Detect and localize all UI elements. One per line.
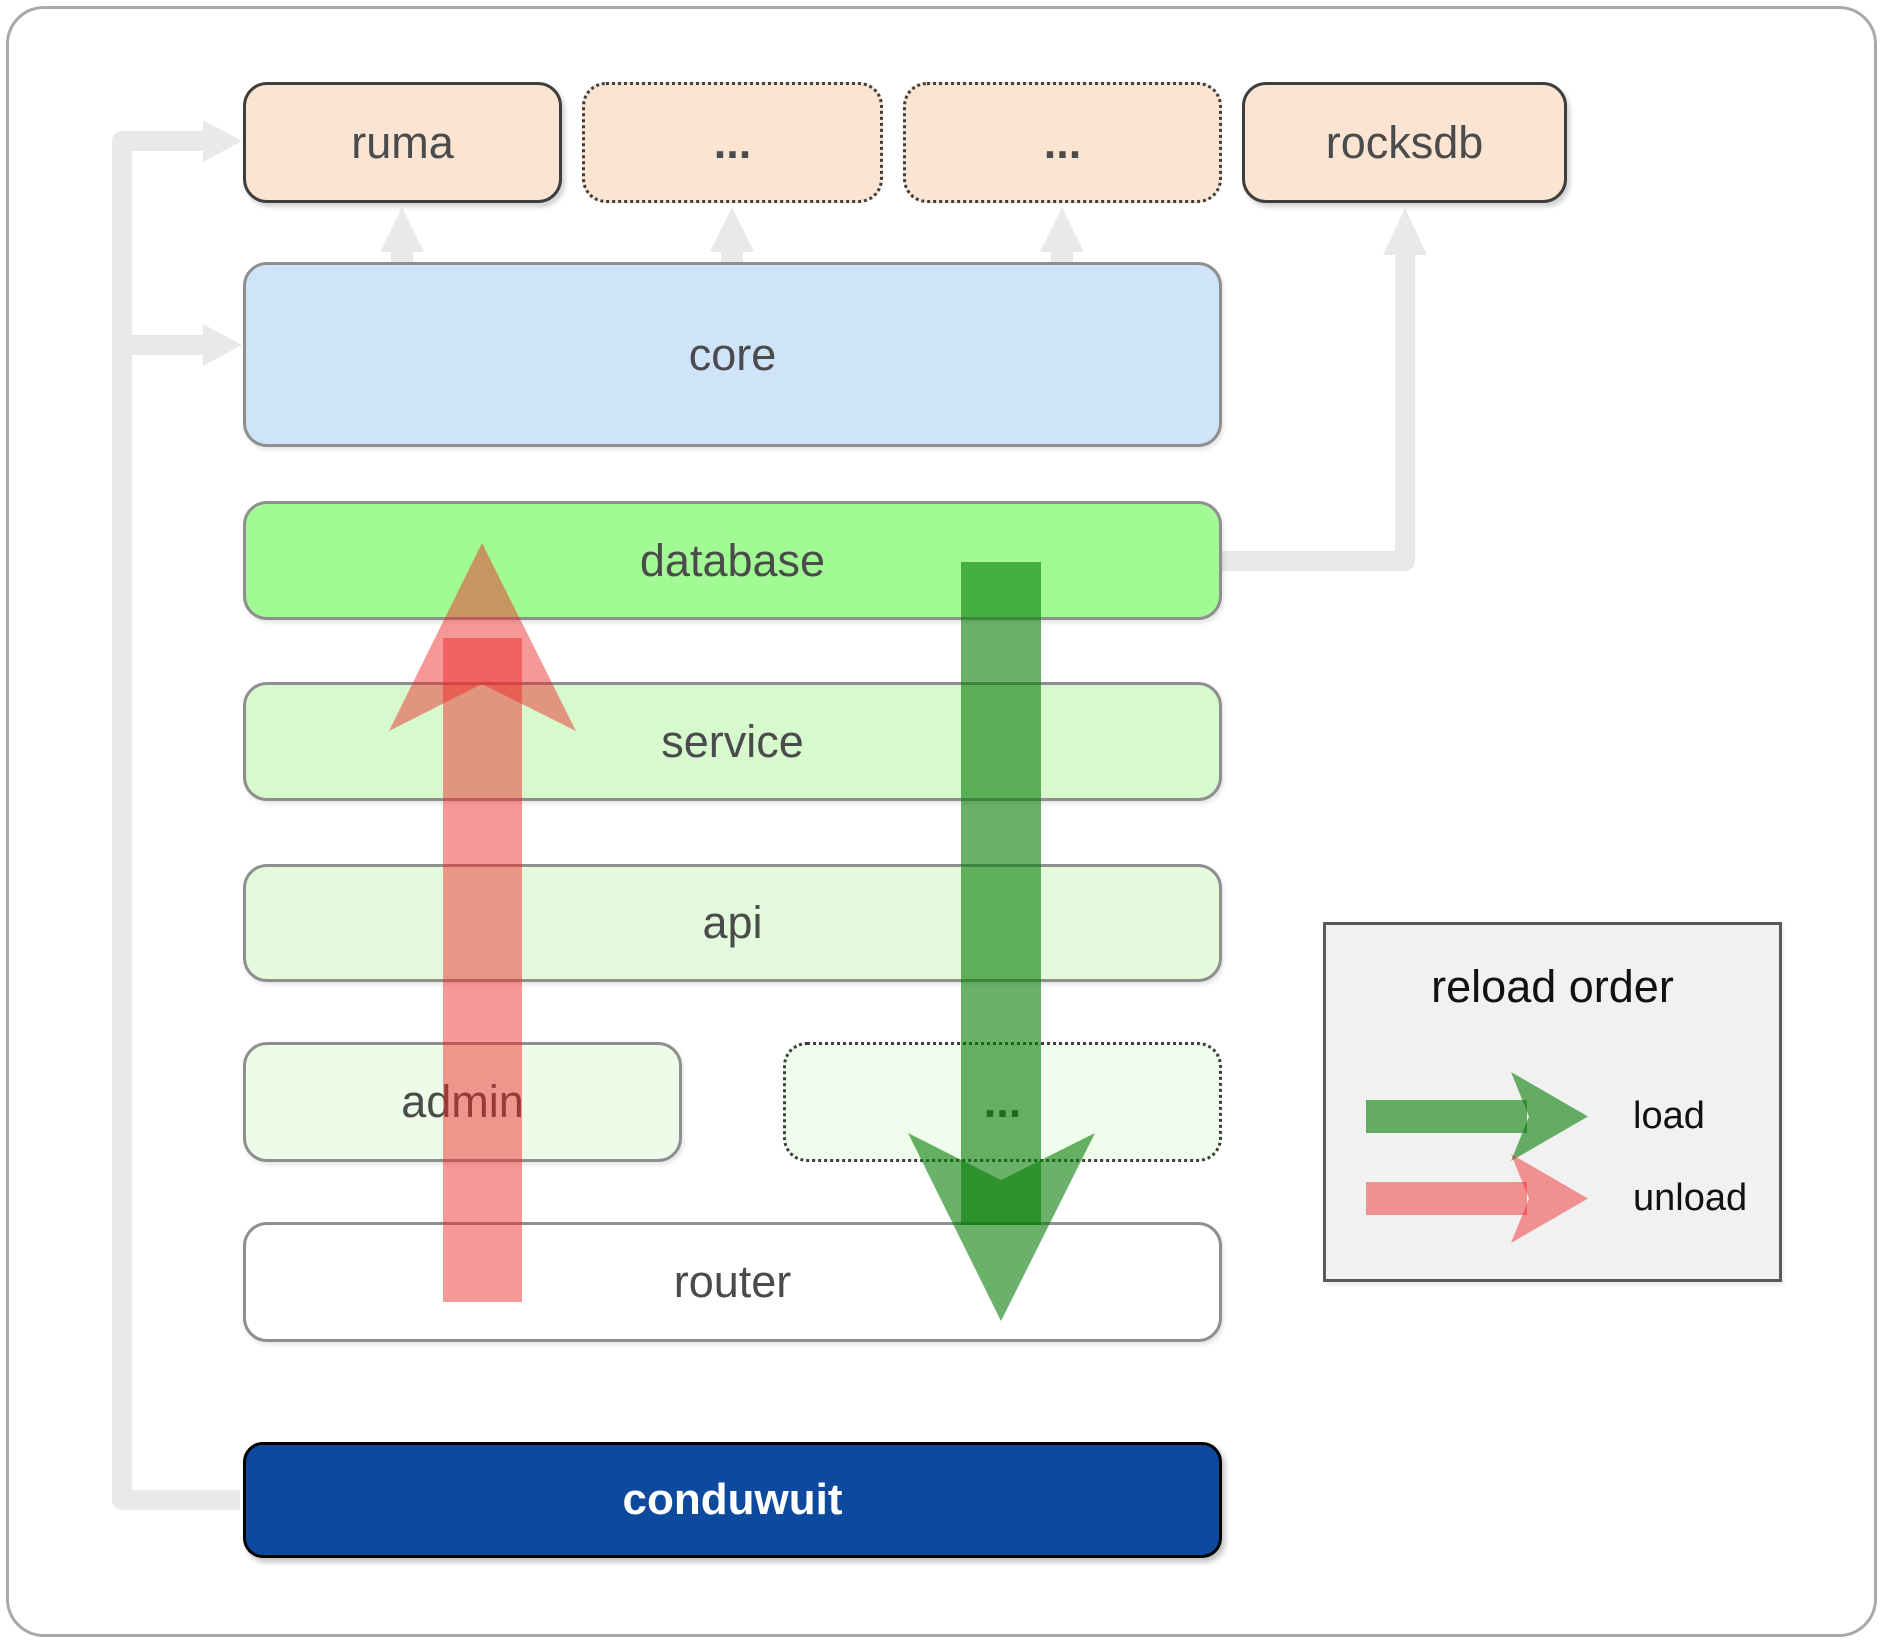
node-router: router bbox=[243, 1222, 1222, 1342]
node-api: api bbox=[243, 864, 1222, 982]
node-extra-admin-row: ... bbox=[783, 1042, 1222, 1162]
diagram-frame bbox=[6, 6, 1877, 1637]
node-conduwuit: conduwuit bbox=[243, 1442, 1222, 1558]
node-admin: admin bbox=[243, 1042, 682, 1162]
load-arrow-icon bbox=[1366, 1072, 1588, 1161]
node-core: core bbox=[243, 262, 1222, 447]
node-extra-top-2: ... bbox=[903, 82, 1222, 203]
node-service: service bbox=[243, 682, 1222, 801]
legend-box: reload order load unload bbox=[1323, 922, 1782, 1282]
legend-title: reload order bbox=[1431, 961, 1674, 1012]
node-rocksdb: rocksdb bbox=[1242, 82, 1567, 203]
node-ruma: ruma bbox=[243, 82, 562, 203]
unload-arrow-icon bbox=[1366, 1154, 1588, 1243]
node-extra-top-1: ... bbox=[582, 82, 883, 203]
legend-label-unload: unload bbox=[1633, 1177, 1748, 1219]
node-database: database bbox=[243, 501, 1222, 620]
legend-label-load: load bbox=[1633, 1095, 1705, 1137]
